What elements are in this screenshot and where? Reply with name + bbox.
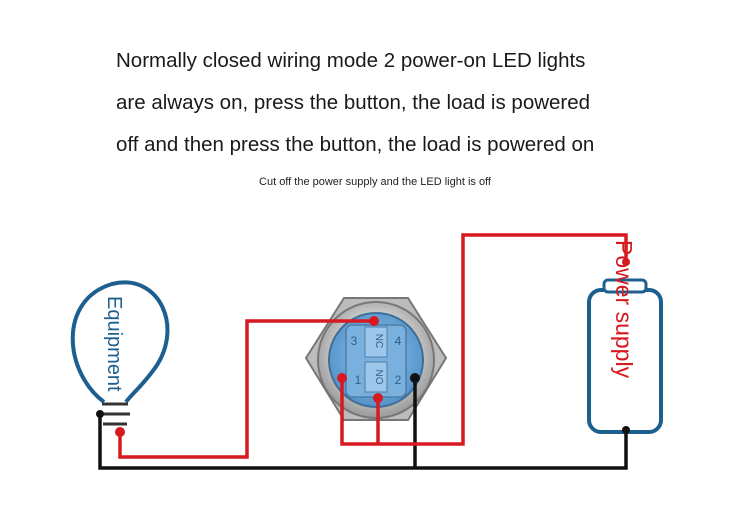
terminal-dots	[96, 258, 630, 437]
dot-pin2	[410, 373, 420, 383]
red-wire-lamp-to-pin3	[118, 319, 374, 459]
equipment-lamp: Equipment	[70, 280, 170, 426]
dot-supply-black	[622, 426, 630, 434]
description-line-1: Normally closed wiring mode 2 power-on L…	[116, 49, 586, 72]
dot-lamp-red	[115, 427, 125, 437]
power-supply-cap	[602, 278, 648, 294]
switch-pin-2: 2	[395, 373, 402, 387]
switch-no-block	[364, 361, 388, 393]
switch-nc-label: NC	[373, 334, 384, 348]
dot-lamp-black	[96, 410, 104, 418]
description-line-3: off and then press the button, the load …	[116, 133, 595, 156]
switch-no-label: NO	[373, 370, 384, 385]
dot-pin1	[337, 373, 347, 383]
black-wire-lamp-to-supply	[98, 414, 628, 470]
switch-pin-4: 4	[395, 334, 402, 348]
switch-nc-block	[364, 326, 388, 358]
lamp-bulb-outline	[70, 280, 170, 404]
equipment-label: Equipment	[103, 296, 125, 392]
red-wire-pin1-down	[340, 233, 628, 446]
description-text: Normally closed wiring mode 2 power-on L…	[116, 40, 676, 166]
power-supply: Power supply	[587, 240, 663, 434]
description-line-2: are always on, press the button, the loa…	[116, 91, 591, 114]
switch-pin-3: 3	[351, 334, 358, 348]
dot-supply-red	[622, 258, 630, 266]
red-wires	[118, 233, 628, 459]
dot-pin-no	[373, 393, 383, 403]
caption: Cut off the power supply and the LED lig…	[259, 176, 491, 188]
switch-pin-1: 1	[355, 373, 362, 387]
dot-pin3	[369, 316, 379, 326]
black-wires	[98, 378, 628, 470]
push-button-switch: NC NO 3 4 1 2	[304, 297, 448, 421]
